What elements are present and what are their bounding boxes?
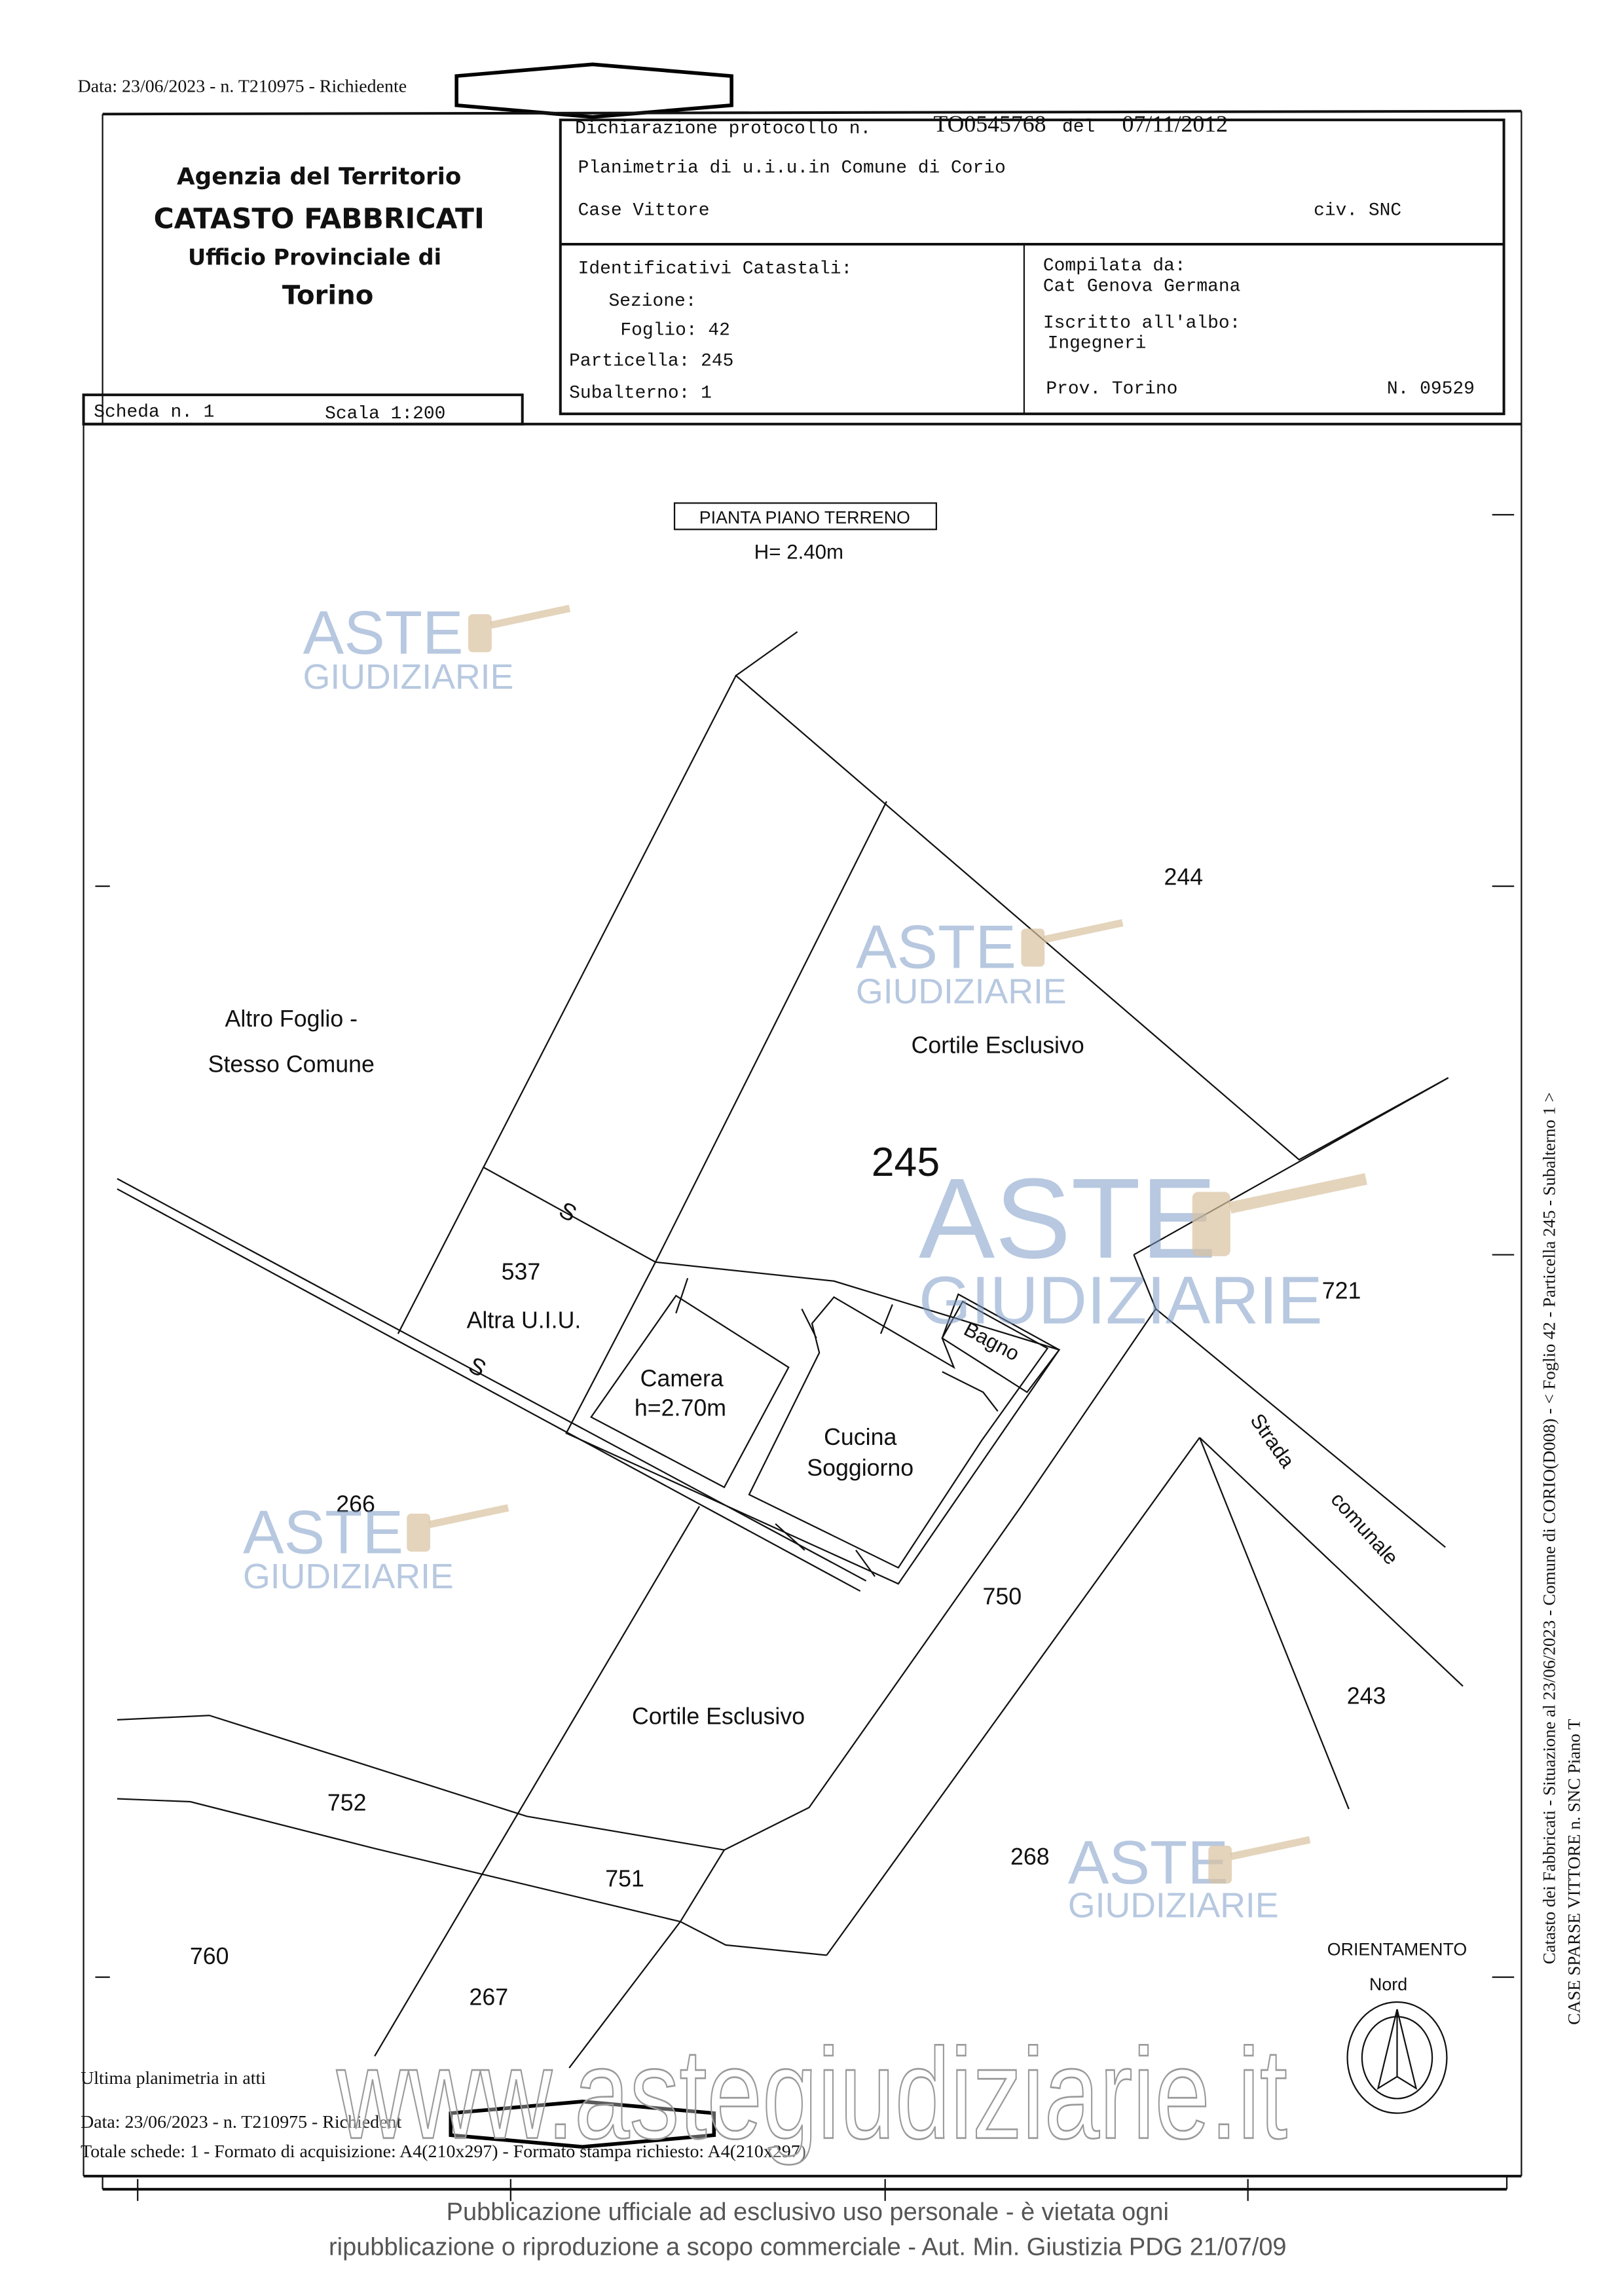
last-plan-note: Ultima planimetria in atti <box>81 2068 266 2088</box>
plan-height: H= 2.40m <box>754 540 843 563</box>
declaration-del: del <box>1062 117 1095 137</box>
side-cadastral-info: Catasto dei Fabbricati - Situazione al 2… <box>1540 1092 1559 1964</box>
watermark-logo: ASTE GIUDIZIARIE <box>1068 1828 1311 1925</box>
particella: Particella: 245 <box>569 351 733 371</box>
svg-text:ASTE: ASTE <box>919 1154 1217 1282</box>
parcel-243: 243 <box>1347 1683 1386 1709</box>
watermark-logo: ASTE GIUDIZIARIE <box>303 598 571 697</box>
orientation-north: Nord <box>1369 1975 1407 1994</box>
svg-text:GIUDIZIARIE: GIUDIZIARIE <box>919 1263 1323 1338</box>
parcel-266: 266 <box>336 1491 375 1518</box>
url-watermark: www.astegiudiziarie.it <box>336 2022 1287 2166</box>
bottom-request-info: Data: 23/06/2023 - n. T210975 - Richiede… <box>81 2112 401 2132</box>
svg-text:ASTE: ASTE <box>303 598 464 666</box>
agency-office: Ufficio Provinciale di <box>188 244 441 270</box>
svg-text:GIUDIZIARIE: GIUDIZIARIE <box>1068 1886 1279 1925</box>
plan-title: PIANTA PIANO TERRENO <box>699 508 910 528</box>
parcel-537: 537 <box>502 1259 541 1285</box>
svg-text:GIUDIZIARIE: GIUDIZIARIE <box>856 972 1067 1011</box>
format-info: Totale schede: 1 - Formato di acquisizio… <box>81 2141 806 2162</box>
room-camera-label: Camera <box>640 1366 724 1392</box>
label-comunale: comunale <box>1326 1488 1403 1569</box>
compiler-number: N. 09529 <box>1387 379 1475 399</box>
parcel-752: 752 <box>327 1789 367 1815</box>
parcel-245: 245 <box>872 1139 940 1185</box>
label-cortile-esclusivo-2: Cortile Esclusivo <box>632 1704 805 1730</box>
compiler-province: Prov. Torino <box>1046 379 1177 399</box>
room-camera <box>590 1294 790 1489</box>
label-altro-foglio: Altro Foglio - <box>225 1006 358 1032</box>
sezione: Sezione: <box>609 291 697 312</box>
parcel-268: 268 <box>1010 1844 1050 1870</box>
address: Case Vittore <box>578 200 710 221</box>
parcel-267: 267 <box>470 1984 509 2010</box>
declaration-label: Dichiarazione protocollo n. <box>575 118 871 139</box>
label-s-upper: S <box>555 1197 581 1228</box>
plan-title-box <box>673 502 937 530</box>
subalterno: Subalterno: 1 <box>569 384 712 404</box>
albo-label: Iscritto all'albo: <box>1043 313 1240 333</box>
scale: Scala 1:200 <box>325 404 445 424</box>
scheda-number: Scheda n. 1 <box>94 403 214 423</box>
parcel-760: 760 <box>190 1943 229 1969</box>
request-info: Data: 23/06/2023 - n. T210975 - Richiede… <box>78 77 407 97</box>
building-floorplan <box>565 1261 1061 1585</box>
label-stesso-comune: Stesso Comune <box>208 1051 375 1077</box>
watermark-logo: ASTE GIUDIZIARIE <box>856 913 1124 1011</box>
parcel-751: 751 <box>605 1866 644 1892</box>
map-labels: 244 Altro Foglio - Stesso Comune Cortile… <box>190 864 1403 2010</box>
declaration-date: 07/11/2012 <box>1122 111 1228 137</box>
redaction-hexagon <box>454 62 733 119</box>
north-arrow-icon <box>1346 2001 1448 2114</box>
room-bagno <box>941 1293 1061 1394</box>
parcel-244: 244 <box>1164 864 1204 890</box>
parcel-boundaries <box>117 631 1464 2069</box>
agency-department: CATASTO FABBRICATI <box>154 203 485 235</box>
side-address-info: CASE SPARSE VITTORE n. SNC Piano T <box>1564 1719 1584 2025</box>
redaction-hexagon <box>449 2100 716 2149</box>
label-cortile-esclusivo-1: Cortile Esclusivo <box>912 1032 1084 1058</box>
agency-city: Torino <box>282 281 374 311</box>
header-frames <box>82 109 1522 2201</box>
compiler-name: Cat Genova Germana <box>1043 277 1240 297</box>
svg-text:ASTE: ASTE <box>856 913 1016 981</box>
agency-name: Agenzia del Territorio <box>177 163 461 190</box>
watermark-logo: ASTE GIUDIZIARIE <box>919 1154 1367 1338</box>
parcel-721: 721 <box>1322 1278 1361 1304</box>
room-camera-height: h=2.70m <box>635 1394 726 1421</box>
svg-text:GIUDIZIARIE: GIUDIZIARIE <box>243 1557 454 1596</box>
parcel-750: 750 <box>983 1583 1022 1609</box>
planimetria-title: Planimetria di u.i.u.in Comune di Corio <box>578 158 1006 179</box>
protocol-number: TO0545768 <box>933 111 1046 137</box>
civic-number: civ. SNC <box>1314 200 1401 221</box>
footer-line-1: Pubblicazione ufficiale ad esclusivo uso… <box>447 2198 1169 2226</box>
orientation-title: ORIENTAMENTO <box>1327 1940 1467 1959</box>
watermark-logo: ASTE GIUDIZIARIE <box>243 1497 509 1596</box>
room-soggiorno-label: Soggiorno <box>807 1455 913 1481</box>
albo-value: Ingegneri <box>1048 334 1147 354</box>
room-cucina-label: Cucina <box>824 1424 896 1450</box>
footer-line-2: ripubblicazione o riproduzione a scopo c… <box>329 2233 1287 2261</box>
label-altra-uiu: Altra U.I.U. <box>467 1307 581 1333</box>
identifiers-title: Identificativi Catastali: <box>578 259 853 280</box>
svg-text:ASTE: ASTE <box>1068 1828 1228 1897</box>
svg-text:GIUDIZIARIE: GIUDIZIARIE <box>303 657 514 697</box>
compiler-label: Compilata da: <box>1043 256 1186 276</box>
label-strada: Strada <box>1246 1410 1299 1472</box>
svg-text:ASTE: ASTE <box>243 1497 403 1566</box>
foglio: Foglio: 42 <box>620 321 729 341</box>
